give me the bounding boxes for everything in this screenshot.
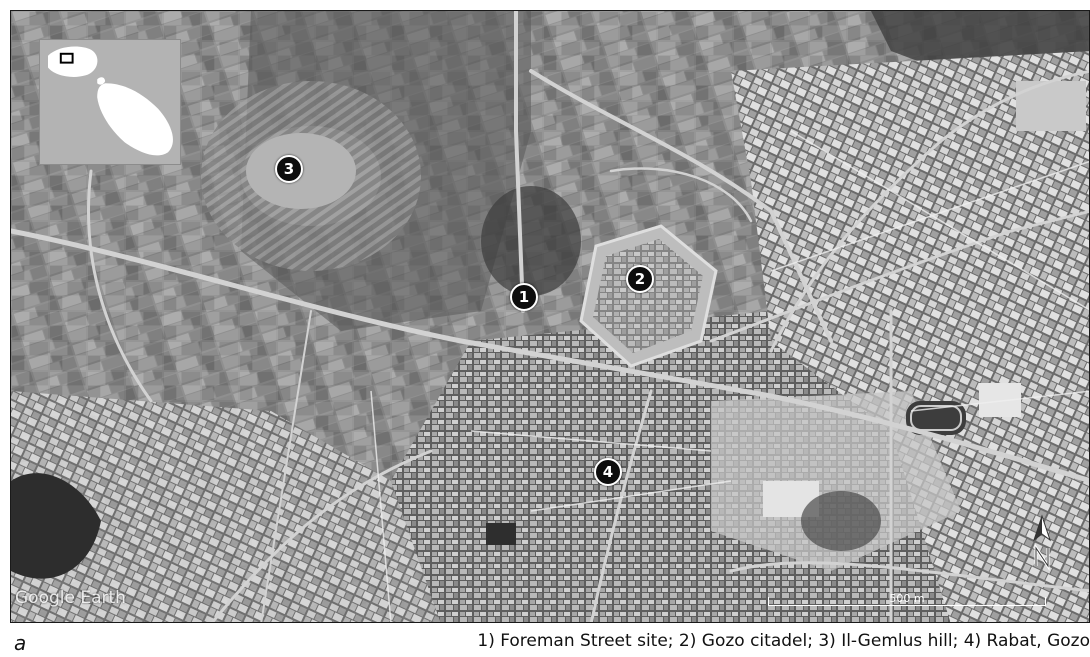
- scale-bar-label: 500 m: [889, 592, 925, 605]
- locator-square-icon: [59, 52, 74, 64]
- marker-1-foreman-street: 1: [510, 283, 538, 311]
- panel-letter: a: [14, 631, 27, 655]
- figure-caption: 1) Foreman Street site; 2) Gozo citadel;…: [477, 631, 1090, 651]
- scale-bar: 500 m: [768, 592, 1046, 606]
- marker-4-rabat-gozo: 4: [594, 458, 622, 486]
- malta-islands-outline: [48, 46, 173, 156]
- scale-bar-line: [768, 597, 1046, 606]
- satellite-map: 1 2 3 4 Google Earth 500 m: [10, 10, 1090, 623]
- marker-2-gozo-citadel: 2: [626, 265, 654, 293]
- malta-locator-inset: [39, 39, 181, 165]
- watermark-brand: Google: [15, 588, 75, 608]
- watermark-product: Earth: [80, 588, 126, 608]
- north-arrow-icon: [1031, 514, 1053, 574]
- satellite-imagery: [11, 11, 1089, 622]
- marker-3-il-gemlus-hill: 3: [275, 155, 303, 183]
- google-earth-watermark: Google Earth: [15, 588, 126, 608]
